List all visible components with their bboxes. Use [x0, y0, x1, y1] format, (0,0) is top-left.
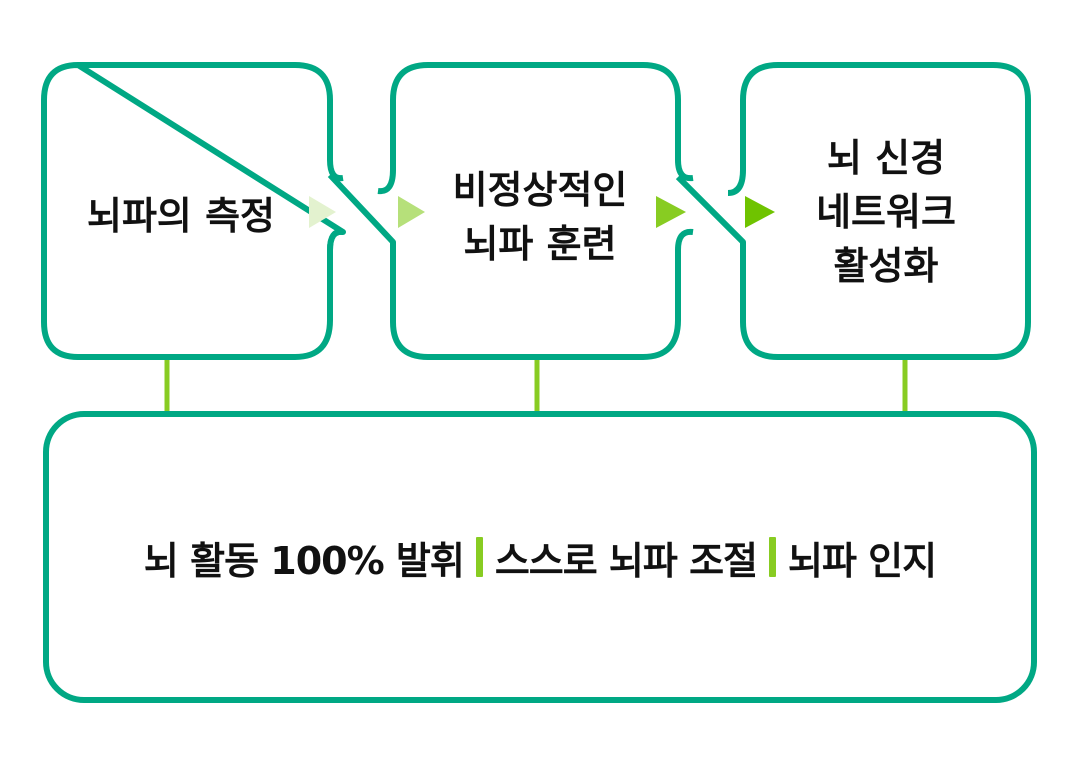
result-summary: 뇌 활동 100% 발휘 스스로 뇌파 조절 뇌파 인지	[45, 414, 1035, 700]
step-box-3	[675, 62, 1031, 360]
separator-bar	[769, 537, 776, 577]
step-box-1-link	[327, 228, 344, 251]
step-box-2-lower	[327, 172, 694, 360]
step-2-label-line-2: 뇌파 훈련	[463, 222, 616, 266]
result-panel	[43, 411, 1037, 703]
arrow-icon-1	[309, 196, 336, 228]
step-3-label-line-2: 네트워크	[816, 190, 956, 234]
step-box-2	[377, 62, 694, 195]
arrow-icon-4	[745, 196, 775, 228]
step-3-label-line-3: 활성화	[834, 244, 939, 288]
arrow-icon-3	[656, 196, 686, 228]
arrow-icon-2	[398, 196, 425, 228]
step-1-label: 뇌파의 측정	[87, 194, 275, 238]
separator-bar	[475, 537, 483, 577]
result-item-1: 뇌 활동 100% 발휘	[143, 538, 465, 583]
result-item-2: 스스로 뇌파 조절	[494, 538, 758, 583]
step-3-label-line-1: 뇌 신경	[827, 136, 945, 180]
step-box-1	[41, 62, 346, 360]
result-item-3: 뇌파 인지	[788, 538, 937, 583]
step-2-label-line-1: 비정상적인	[453, 168, 628, 212]
